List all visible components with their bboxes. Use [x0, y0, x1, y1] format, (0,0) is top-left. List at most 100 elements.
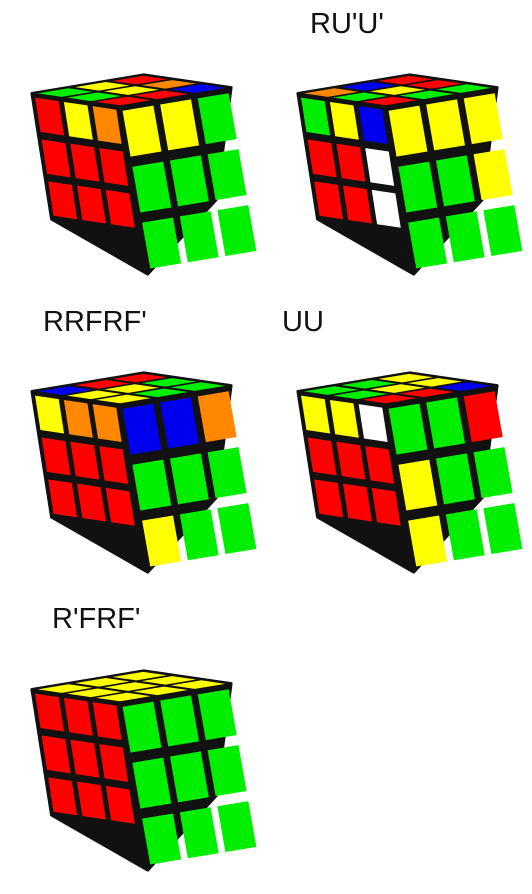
right-sticker-2-0	[142, 515, 182, 567]
front-sticker-2-0	[314, 479, 344, 518]
top-sticker-2-1	[333, 92, 388, 102]
top-sticker-0-2	[436, 84, 492, 93]
top-sticker-2-1	[67, 688, 122, 698]
top-sticker-1-1	[370, 384, 425, 393]
front-sticker-2-0	[48, 181, 78, 220]
right-sticker-1-0	[132, 757, 172, 809]
front-sticker-2-1	[76, 781, 106, 820]
front-sticker-1-2	[99, 446, 129, 484]
front-sticker-1-1	[70, 143, 100, 182]
front-sticker-1-1	[336, 441, 366, 480]
front-sticker-0-0	[35, 97, 65, 136]
front-sticker-1-0	[307, 437, 337, 476]
front-sticker-0-2	[358, 106, 388, 144]
right-sticker-1-1	[435, 155, 475, 207]
front-sticker-2-2	[105, 785, 135, 824]
right-sticker-0-2	[197, 93, 237, 145]
cube-diagram	[30, 73, 257, 276]
top-sticker-2-0	[37, 88, 93, 97]
cube-0	[27, 68, 257, 278]
top-sticker-1-0	[75, 82, 130, 91]
right-sticker-0-0	[388, 105, 428, 157]
front-sticker-2-2	[105, 487, 135, 526]
front-sticker-0-0	[301, 395, 331, 434]
right-sticker-2-0	[408, 217, 448, 269]
right-sticker-1-2	[207, 745, 247, 797]
front-sticker-0-2	[92, 702, 122, 740]
front-sticker-0-1	[329, 399, 359, 438]
top-sticker-2-2	[362, 96, 417, 106]
right-sticker-2-1	[445, 509, 485, 561]
right-sticker-2-0	[142, 217, 182, 269]
right-sticker-1-1	[169, 155, 209, 207]
top-sticker-0-0	[112, 671, 167, 681]
right-sticker-2-1	[445, 211, 485, 263]
right-sticker-0-0	[122, 701, 162, 753]
right-sticker-0-0	[122, 105, 162, 157]
front-sticker-1-2	[99, 148, 129, 186]
front-sticker-2-1	[76, 185, 106, 224]
algorithm-label-3: UU	[282, 306, 324, 338]
right-sticker-1-2	[207, 149, 247, 201]
cube-4	[27, 664, 257, 874]
cube-3	[293, 366, 523, 576]
front-sticker-2-1	[342, 185, 372, 224]
top-sticker-0-1	[407, 80, 462, 89]
right-sticker-0-2	[197, 391, 237, 443]
right-sticker-2-1	[179, 807, 219, 859]
top-sticker-1-1	[104, 682, 159, 691]
cube-diagram	[296, 371, 523, 574]
top-sticker-1-0	[341, 82, 396, 91]
front-sticker-2-1	[76, 483, 106, 522]
front-sticker-1-2	[365, 148, 395, 186]
cube-diagram	[296, 73, 523, 276]
top-sticker-2-1	[333, 390, 388, 400]
front-sticker-0-2	[92, 404, 122, 442]
top-sticker-0-1	[141, 378, 196, 387]
top-sticker-0-0	[112, 373, 167, 383]
front-sticker-2-0	[48, 777, 78, 816]
right-sticker-1-1	[169, 751, 209, 803]
front-sticker-0-2	[92, 106, 122, 144]
top-sticker-1-0	[75, 678, 130, 687]
top-sticker-1-0	[341, 380, 396, 389]
right-sticker-1-2	[473, 447, 513, 499]
algorithm-label-1: RU'U'	[310, 8, 384, 40]
top-sticker-2-2	[362, 394, 417, 404]
front-sticker-1-0	[41, 437, 71, 476]
right-sticker-2-2	[483, 205, 523, 257]
right-sticker-1-0	[398, 161, 438, 213]
top-sticker-0-0	[112, 75, 167, 85]
right-sticker-2-2	[217, 503, 257, 555]
top-sticker-0-2	[436, 382, 492, 391]
top-sticker-2-2	[96, 394, 151, 404]
right-sticker-0-0	[388, 403, 428, 455]
front-sticker-2-0	[48, 479, 78, 518]
top-sticker-1-1	[104, 384, 159, 393]
cube-1	[293, 68, 523, 278]
right-sticker-1-2	[207, 447, 247, 499]
front-sticker-0-2	[358, 404, 388, 442]
right-sticker-1-0	[132, 459, 172, 511]
right-sticker-2-0	[142, 813, 182, 865]
right-sticker-2-1	[179, 211, 219, 263]
right-sticker-0-1	[426, 397, 466, 449]
top-sticker-2-0	[37, 684, 93, 693]
top-sticker-1-1	[104, 86, 159, 95]
top-sticker-0-1	[141, 676, 196, 685]
front-sticker-0-0	[301, 97, 331, 136]
top-sticker-2-0	[37, 386, 93, 395]
right-sticker-2-1	[179, 509, 219, 561]
top-sticker-2-0	[303, 386, 359, 395]
right-sticker-0-2	[197, 689, 237, 741]
front-sticker-1-0	[41, 139, 71, 178]
top-sticker-0-1	[141, 80, 196, 89]
right-sticker-2-2	[217, 205, 257, 257]
right-sticker-1-2	[473, 149, 513, 201]
top-sticker-2-2	[96, 692, 151, 702]
front-sticker-1-0	[41, 735, 71, 774]
top-sticker-0-2	[170, 680, 226, 689]
cube-diagram	[30, 371, 257, 574]
top-sticker-0-2	[170, 382, 226, 391]
front-sticker-2-2	[371, 487, 401, 526]
